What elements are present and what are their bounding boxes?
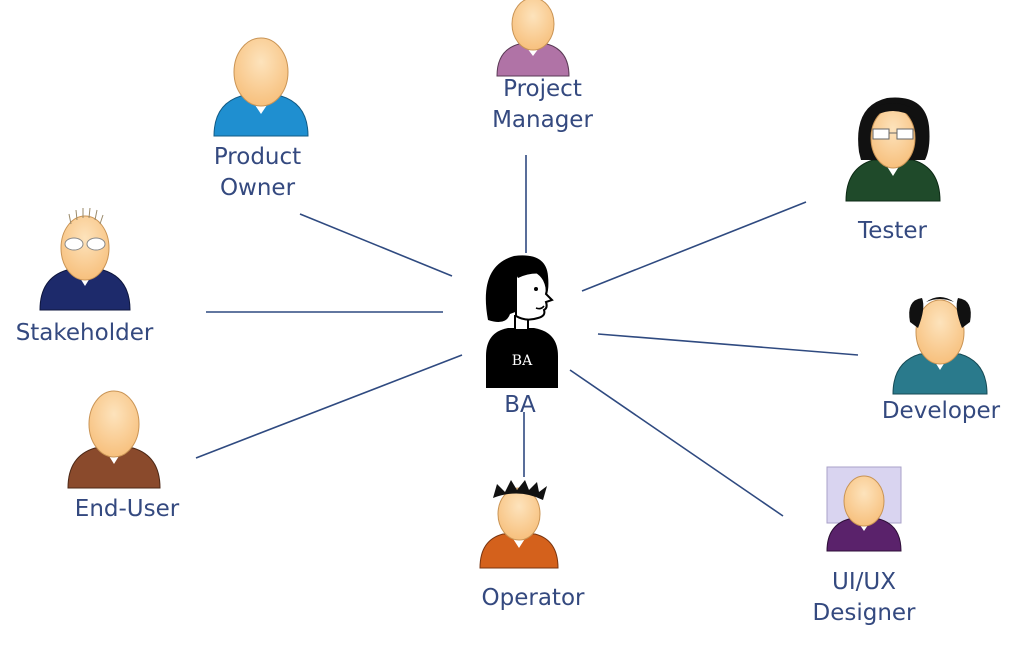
end-user-avatar-icon: [67, 390, 161, 489]
tester-label: Tester: [858, 218, 927, 244]
product-owner-label: Product Owner: [213, 144, 302, 201]
connector-end-user: [195, 354, 463, 459]
product-owner-avatar-icon: [213, 37, 309, 137]
end-user-label: End-User: [74, 496, 180, 522]
project-manager-label: Project Manager: [492, 76, 593, 133]
stakeholder-avatar-icon: [39, 207, 131, 311]
ba-shirt-text: BA: [512, 353, 533, 369]
tester-avatar-icon: [845, 97, 941, 202]
ba-figure-icon: BA: [485, 255, 558, 388]
connector-product-owner: [299, 213, 453, 277]
ui-ux-designer-avatar-icon: [826, 466, 902, 552]
operator-label: Operator: [481, 585, 585, 611]
operator-avatar-icon: [479, 480, 559, 569]
developer-avatar-icon: [892, 297, 988, 395]
connectors: [195, 155, 859, 517]
connector-developer: [597, 333, 859, 356]
connector-tester: [581, 201, 807, 292]
stakeholder-label: Stakeholder: [15, 320, 154, 346]
connector-ui-ux-designer: [569, 369, 784, 517]
developer-label: Developer: [881, 398, 1001, 424]
project-manager-avatar-icon: [496, 0, 570, 77]
ui-ux-designer-label: UI/UX Designer: [812, 569, 916, 626]
ba-label: BA: [504, 392, 536, 418]
